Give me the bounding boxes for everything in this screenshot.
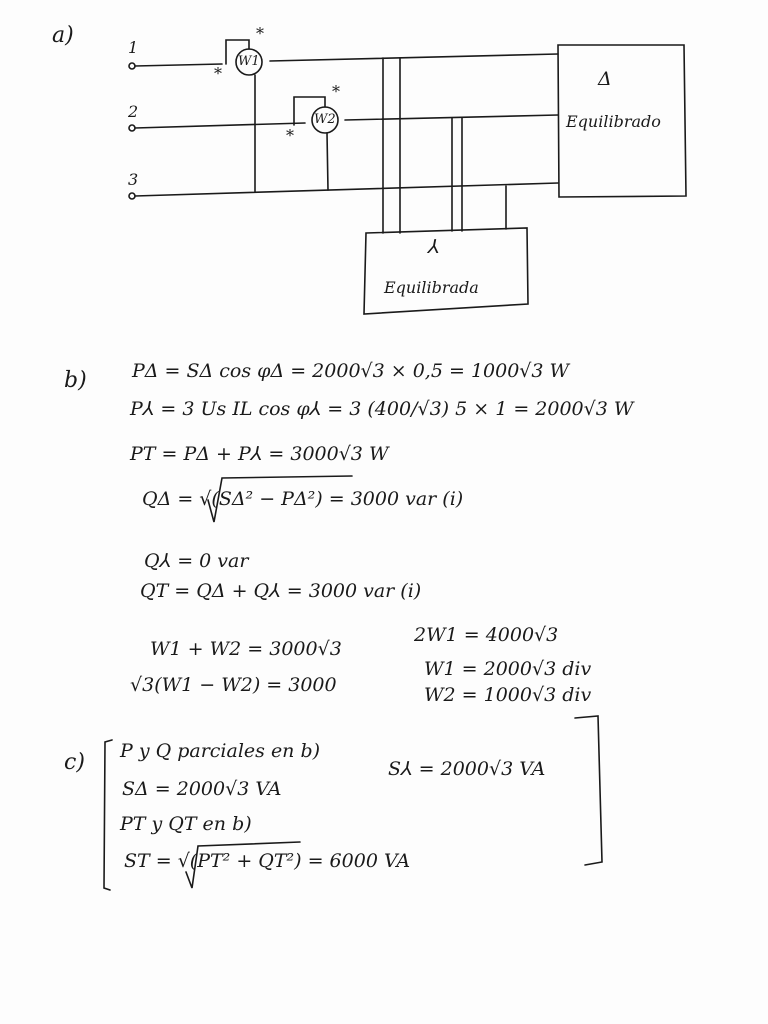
wye-symbol: ⅄ [428,236,440,258]
w1-voltage-lead [225,39,250,65]
eq-p-total: PT = PΔ + P⅄ = 3000√3 W [130,443,389,465]
eq-q-wye: Q⅄ = 0 var [144,550,249,572]
line-1-label: 1 [128,38,139,57]
line-3-label: 3 [128,170,139,189]
c-line-s-total: ST = √(PT² + QT²) = 6000 VA [124,850,411,872]
wye-load-box [363,227,529,315]
c-line-partial: P y Q parciales en b) [120,740,321,762]
wye-load-label: Equilibrada [384,278,479,297]
section-a-label: a) [52,23,74,48]
eq-q-delta: QΔ = √(SΔ² − PΔ²) = 3000 var (i) [142,488,464,510]
result-w1: W1 = 2000√3 div [424,658,592,680]
delta-symbol: Δ [598,68,612,90]
line-1-wire [134,53,559,67]
c-line-s-delta: SΔ = 2000√3 VA [122,778,282,800]
left-bracket [103,739,113,891]
w2-star-voltage: * [332,82,340,101]
delta-load-label: Equilibrado [566,112,661,131]
w2-voltage-lead [293,96,326,126]
right-bracket [574,715,603,866]
result-2w1: 2W1 = 4000√3 [414,624,559,646]
system-eq-1: W1 + W2 = 3000√3 [150,638,342,660]
system-eq-2: √3(W1 − W2) = 3000 [130,674,337,696]
w2-star-current: * [286,126,294,145]
line-2-label: 2 [128,102,139,121]
sqrt-bar-qdelta [207,475,353,523]
c-line-s-wye: S⅄ = 2000√3 VA [388,758,546,780]
wattmeter-w1-label: W1 [238,54,260,69]
eq-q-total: QT = QΔ + Q⅄ = 3000 var (i) [140,580,422,602]
line-3-wire [134,182,559,197]
wattmeter-w2-label: W2 [314,112,336,127]
sqrt-bar-st [185,841,301,889]
eq-p-wye: P⅄ = 3 Us IL cos φ⅄ = 3 (400/√3) 5 × 1 =… [130,398,634,420]
section-c-label: c) [64,750,85,775]
delta-load-box [557,44,687,198]
section-b-label: b) [64,368,87,393]
w2-voltage-drop [326,132,329,191]
circuit-diagram [128,39,687,315]
w1-star-current: * [214,64,222,83]
w1-star-voltage: * [256,24,264,43]
result-w2: W2 = 1000√3 div [424,684,592,706]
c-line-totals: PT y QT en b) [120,813,252,835]
eq-p-delta: PΔ = SΔ cos φΔ = 2000√3 × 0,5 = 1000√3 W [132,360,570,382]
